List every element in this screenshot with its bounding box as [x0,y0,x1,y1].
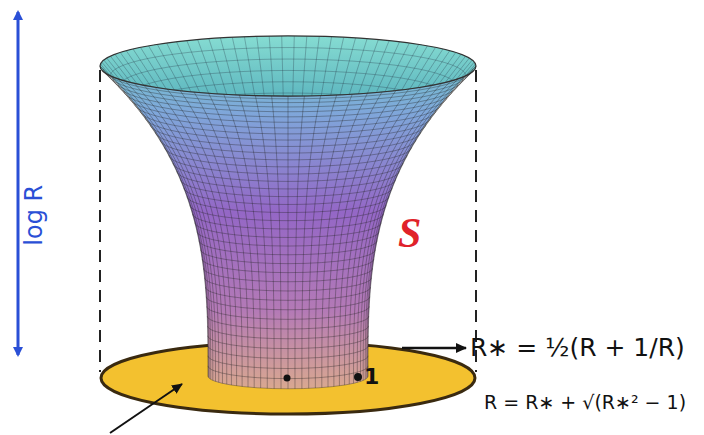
grid-line [357,81,451,382]
grid-line [101,69,209,378]
grid-line [315,94,352,388]
formula: R∗ = ½(R + 1/R) [470,334,685,362]
axis-label: log R [21,185,47,246]
grid-line [354,83,442,383]
grid-line [180,91,242,387]
grid-line [111,76,212,380]
funnel-surface [100,36,476,389]
grid-line [293,36,295,104]
grid-line [125,81,219,382]
formula: R = R∗ + √(R∗² − 1) [484,392,686,413]
point [354,373,362,381]
grid-line [106,74,210,380]
grid-line [103,71,209,378]
surface-label: S [398,210,421,256]
grid-line [100,66,476,96]
surface-body [100,36,476,389]
grid-line [255,96,274,389]
grid-line [328,92,382,387]
grid-line [272,96,281,389]
grid-line [363,76,464,380]
grid-line [302,36,307,104]
dashed-line [475,70,477,372]
grid-line [103,69,472,99]
grid-line [322,93,368,387]
grid-line [288,96,289,389]
grid-line [144,85,227,384]
opening [100,36,476,96]
pointer-arrow [402,347,466,350]
grid-line [194,92,248,387]
grid-line [100,66,208,376]
pointer-arrow [110,384,182,433]
axis-arrow [17,12,20,355]
grid-line [345,87,421,385]
grid-line [269,36,274,104]
grid-line [368,66,476,376]
grid-line [107,58,157,120]
grid-line [334,91,396,387]
grid-line [295,96,304,389]
grid-line [302,96,321,389]
grid-line [282,36,284,104]
grid-line [239,95,267,388]
dashed-line [99,70,101,372]
rim [100,36,476,96]
grid-line [420,58,470,120]
point-label: 1 [364,365,379,389]
grid-line [417,56,466,119]
point [284,375,291,382]
grid-line [365,74,469,380]
